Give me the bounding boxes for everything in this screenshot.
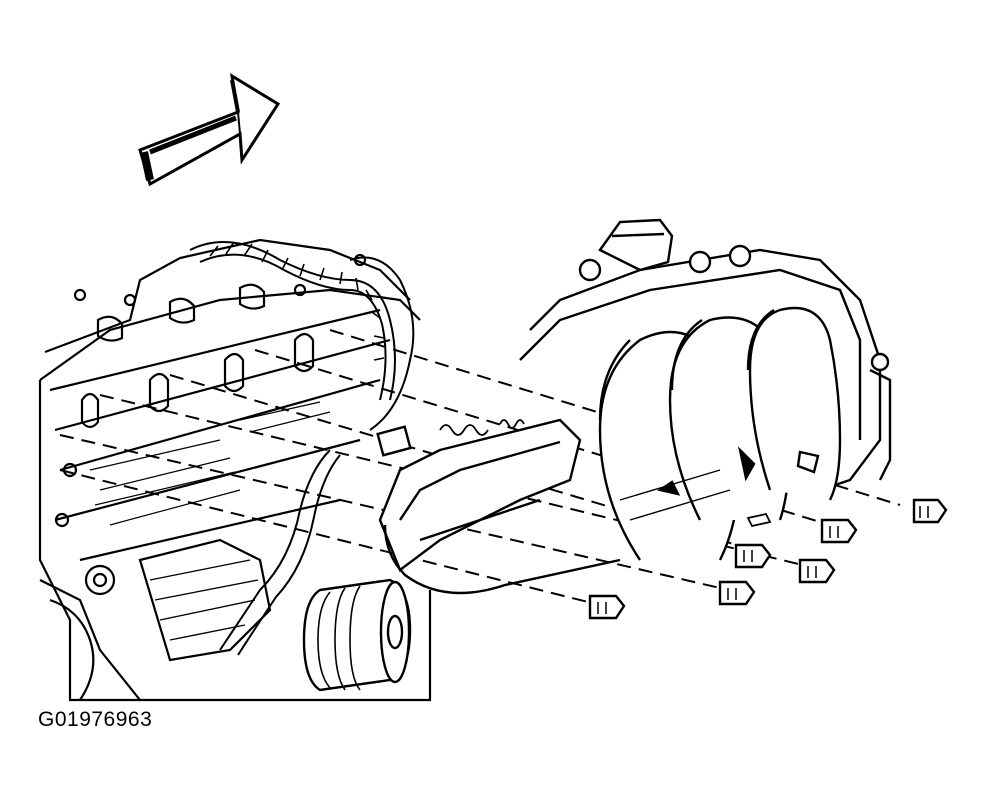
bolt bbox=[734, 543, 772, 569]
bolt bbox=[820, 518, 858, 544]
bolt bbox=[588, 594, 626, 620]
manifold-bolts bbox=[588, 498, 948, 620]
direction-arrow bbox=[138, 73, 281, 187]
oil-filter bbox=[302, 578, 412, 692]
wiring-harness bbox=[189, 241, 415, 656]
bolt bbox=[912, 498, 948, 524]
bolt bbox=[718, 580, 756, 606]
stud bbox=[746, 512, 772, 528]
intake-manifold bbox=[376, 218, 892, 595]
bolt bbox=[798, 558, 836, 584]
figure-id-label: G01976963 bbox=[38, 708, 153, 731]
